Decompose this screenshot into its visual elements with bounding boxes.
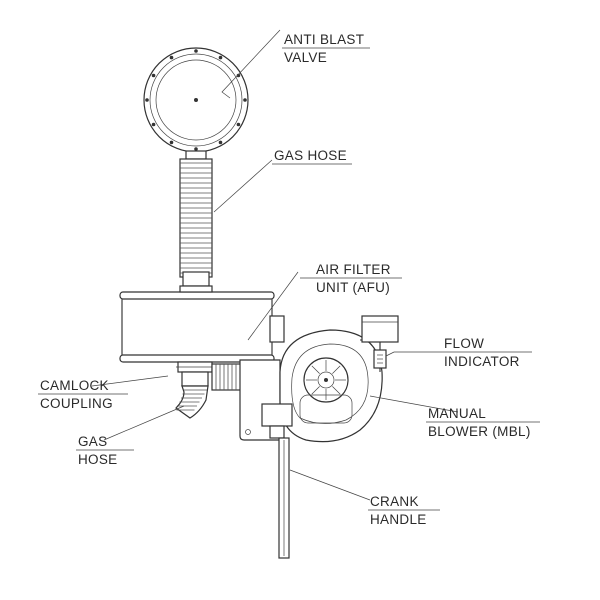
leader-lines (91, 29, 459, 501)
label-line: INDICATOR (444, 354, 520, 369)
label-line: HOSE (78, 452, 117, 467)
label-crank-handle: CRANK HANDLE (368, 494, 440, 527)
label-line: VALVE (284, 50, 327, 65)
label-gas-hose-top: GAS HOSE (272, 148, 352, 165)
crank-handle (261, 403, 293, 559)
label-line: CAMLOCK (40, 378, 109, 393)
label-line: GAS (78, 434, 107, 449)
gas-hose-top (179, 158, 213, 287)
label-line: GAS HOSE (274, 148, 347, 163)
flow-indicator (361, 315, 399, 369)
label-line: CRANK (370, 494, 419, 509)
gas-hose-bottom (175, 385, 209, 419)
label-line: BLOWER (MBL) (428, 424, 531, 439)
air-filter-unit (119, 285, 275, 363)
label-gas-hose-bottom: GAS HOSE (76, 434, 134, 467)
label-anti-blast-valve: ANTI BLAST VALVE (282, 32, 370, 65)
label-line: HANDLE (370, 512, 427, 527)
label-line: AIR FILTER (316, 262, 391, 277)
label-flow-indicator: FLOW INDICATOR (442, 336, 532, 369)
label-line: ANTI BLAST (284, 32, 364, 47)
label-line: MANUAL (428, 406, 486, 421)
label-line: COUPLING (40, 396, 113, 411)
anti-blast-valve (143, 47, 249, 160)
label-air-filter-unit: AIR FILTER UNIT (AFU) (300, 262, 402, 295)
label-manual-blower: MANUAL BLOWER (MBL) (426, 406, 540, 439)
label-camlock-coupling: CAMLOCK COUPLING (38, 378, 128, 411)
label-line: UNIT (AFU) (316, 280, 390, 295)
label-line: FLOW (444, 336, 484, 351)
camlock-coupling (176, 361, 214, 387)
